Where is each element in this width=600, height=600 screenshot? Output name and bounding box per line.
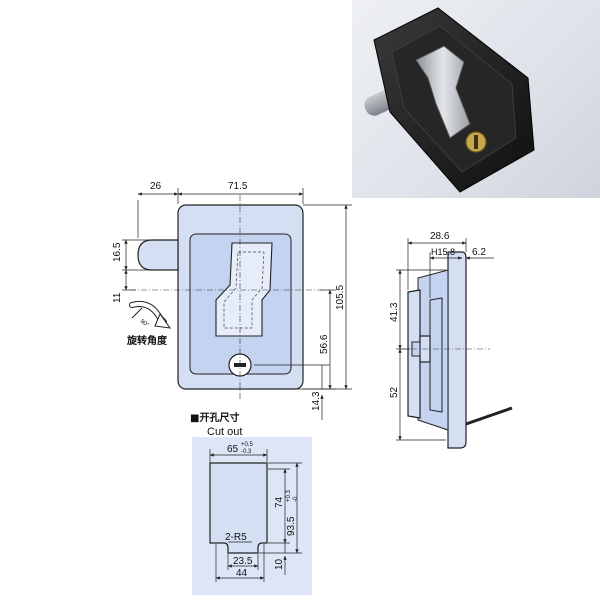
side-flange — [447, 251, 467, 449]
dim-cutout-width-tol-plus: +0.5 — [241, 442, 254, 448]
side-inner — [429, 297, 443, 413]
dim-bolt-offset: 11 — [112, 292, 123, 303]
dim-cutout-width: 65 — [227, 444, 239, 455]
cutout-section: ■开孔尺寸 Cut out 65 +0.5 -0.3 74 93.5 +0.3 — [190, 411, 312, 595]
dim-bottom-offset: 14.3 — [311, 391, 322, 411]
rotation-angle: 90° — [139, 319, 150, 329]
dim-tail: 6.2 — [472, 247, 486, 258]
side-tail — [465, 406, 513, 426]
dim-cutout-height: 93.5 — [286, 516, 297, 536]
dim-cutout-notch-depth: 10 — [274, 558, 285, 570]
dim-cutout-notch-outer: 44 — [236, 568, 248, 579]
photo-handle — [415, 45, 471, 139]
front-view: 26 71.5 16.5 11 90° 旋转角度 — [112, 181, 352, 420]
dim-lock-center: 56.6 — [319, 334, 330, 354]
rotation-indicator: 90° — [129, 300, 172, 329]
cutout-title-cn: ■开孔尺寸 — [190, 411, 239, 424]
product-photo — [352, 0, 600, 198]
front-bolt — [137, 239, 179, 271]
dim-flange: H15.8 — [431, 247, 455, 257]
dim-cutout-height-tol-plus: +0.3 — [286, 489, 292, 502]
dim-cutout-inner-height: 74 — [274, 496, 285, 508]
dim-cutout-height-tol-minus: -0 — [293, 496, 299, 502]
dim-cutout-width-tol-minus: -0.3 — [241, 449, 252, 455]
dim-cutout-radius: 2-R5 — [225, 532, 247, 543]
lock-photo-illustration — [364, 7, 535, 193]
dim-lower-height: 52 — [389, 386, 400, 398]
dim-handle-offset: 26 — [150, 181, 162, 192]
dim-total-depth: 28.6 — [430, 231, 450, 242]
dim-cutout-notch-inner: 23.5 — [233, 556, 253, 567]
dim-total-height: 105.5 — [335, 285, 346, 310]
side-view: 28.6 H15.8 6.2 41.3 52 — [389, 231, 513, 449]
cutout-shape — [209, 462, 268, 554]
photo-key-cylinder — [465, 131, 487, 153]
dim-body-width: 71.5 — [228, 181, 248, 192]
front-handle-recess — [223, 251, 265, 329]
front-handle — [215, 242, 273, 337]
dim-upper-height: 41.3 — [389, 302, 400, 322]
cutout-title-en: Cut out — [207, 426, 242, 438]
dim-bolt-height: 16.5 — [112, 242, 123, 262]
rotation-label: 旋转角度 — [126, 334, 168, 347]
